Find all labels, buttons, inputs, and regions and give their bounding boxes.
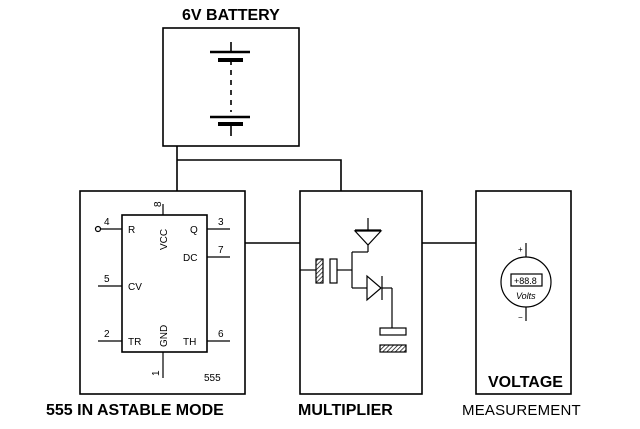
voltage-caption: MEASUREMENT [462,402,581,419]
multiplier-circuit [300,218,407,353]
reset-pin-bubble [94,225,102,233]
pin-number-3: 3 [218,217,224,228]
pin-label-gnd: GND [159,325,170,347]
voltmeter-plus-sign: + [518,245,523,254]
ic555-chip [121,214,208,353]
pin-label-vcc: VCC [159,229,170,250]
pin-label-th: TH [183,337,196,348]
pin-label-q: Q [190,225,198,236]
battery-block [162,27,300,147]
pin-label-dc: DC [183,253,197,264]
pin-label-r: R [128,225,135,236]
pin-number-8: 8 [153,201,164,207]
output-capacitor-plate-a [379,327,407,336]
voltmeter-minus-sign: − [518,313,523,322]
pin-number-4: 4 [104,217,110,228]
coupling-capacitor-plate-b [329,258,338,284]
output-capacitor-plate-b [379,344,407,353]
voltage-title: VOLTAGE [488,374,563,391]
voltmeter: + − +88.8 Volts [500,243,552,322]
multiplier-caption: MULTIPLIER [298,402,393,419]
battery-icon [210,42,250,136]
pin-number-6: 6 [218,329,224,340]
multiplier-block [299,190,423,395]
pin-number-2: 2 [104,329,110,340]
voltage-block: + − +88.8 Volts [475,190,572,395]
wires [176,146,476,244]
pin-number-1: 1 [151,370,162,376]
ic555-block: R VCC Q DC CV TR GND TH 4 8 3 7 5 2 6 1 … [79,190,246,395]
pin-number-7: 7 [218,245,224,256]
ic555-caption: 555 IN ASTABLE MODE [46,402,224,419]
voltmeter-unit: Volts [516,291,536,301]
pin-label-cv: CV [128,282,142,293]
diode-upper [353,230,383,246]
multiplier-box [299,190,423,395]
diode-lower [366,274,382,302]
voltmeter-display [510,273,543,287]
pin-number-5: 5 [104,274,110,285]
voltmeter-reading: +88.8 [514,276,537,286]
battery-label: 6V BATTERY [182,7,280,24]
pin-label-tr: TR [128,337,141,348]
coupling-capacitor-plate-a [315,258,324,284]
chip-label: 555 [204,373,221,384]
